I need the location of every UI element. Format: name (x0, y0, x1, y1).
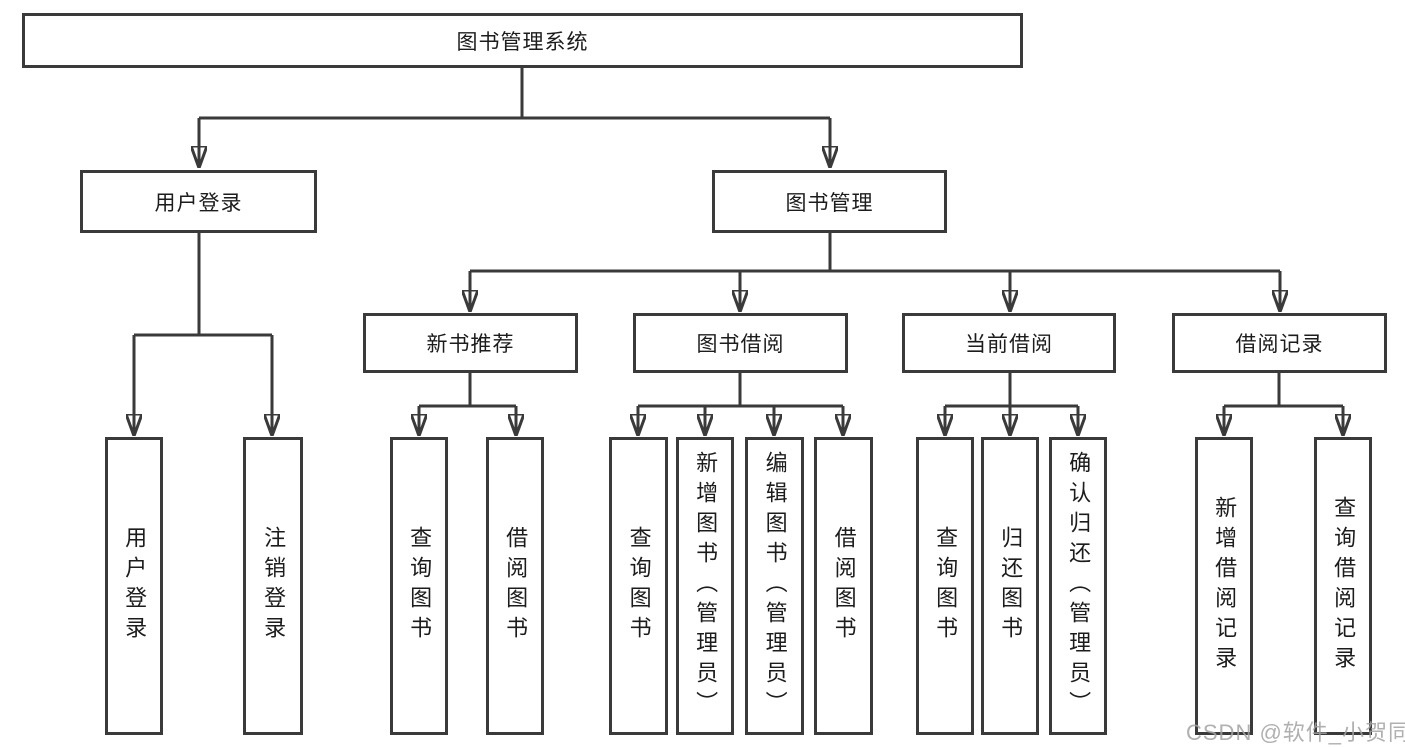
leaf-bb-add-books-admin: 新增图书（管理员） (676, 437, 734, 735)
leaf-br-query-record: 查询借阅记录 (1314, 437, 1372, 735)
leaf-cb-query-books: 查询图书 (916, 437, 974, 735)
leaf-label: 归还图书 (998, 526, 1024, 646)
leaf-bb-borrow-books: 借阅图书 (814, 437, 873, 735)
leaf-label: 借阅图书 (503, 526, 529, 646)
csdn-watermark: CSDN @软件_小贺同学 (1186, 720, 1405, 745)
leaf-br-add-record: 新增借阅记录 (1195, 437, 1253, 735)
leaf-label: 查询图书 (407, 526, 433, 646)
node-current-borrowing: 当前借阅 (902, 313, 1116, 373)
leaf-label: 注销登录 (261, 526, 287, 646)
leaf-user-login: 用户登录 (105, 437, 163, 735)
leaf-label: 新增借阅记录 (1212, 496, 1238, 676)
leaf-label: 查询图书 (626, 526, 652, 646)
leaf-cb-confirm-return-admin: 确认归还（管理员） (1049, 437, 1107, 735)
leaf-label: 用户登录 (122, 526, 148, 646)
node-user-login: 用户登录 (80, 170, 317, 233)
leaf-nb-query-books: 查询图书 (390, 437, 448, 735)
node-book-borrowing: 图书借阅 (633, 313, 848, 373)
node-new-book-recommend: 新书推荐 (363, 313, 578, 373)
leaf-label: 编辑图书（管理员） (762, 451, 788, 721)
node-borrow-records: 借阅记录 (1172, 313, 1387, 373)
node-book-management: 图书管理 (712, 170, 947, 233)
leaf-bb-query-books: 查询图书 (609, 437, 668, 735)
leaf-label: 新增图书（管理员） (693, 451, 719, 721)
node-root: 图书管理系统 (22, 13, 1023, 68)
leaf-logout: 注销登录 (243, 437, 303, 735)
leaf-label: 查询图书 (933, 526, 959, 646)
leaf-label: 查询借阅记录 (1331, 496, 1357, 676)
leaf-bb-edit-books-admin: 编辑图书（管理员） (745, 437, 804, 735)
leaf-cb-return-books: 归还图书 (981, 437, 1039, 735)
leaf-label: 确认归还（管理员） (1066, 451, 1092, 721)
leaf-nb-borrow-books: 借阅图书 (486, 437, 544, 735)
leaf-label: 借阅图书 (831, 526, 857, 646)
